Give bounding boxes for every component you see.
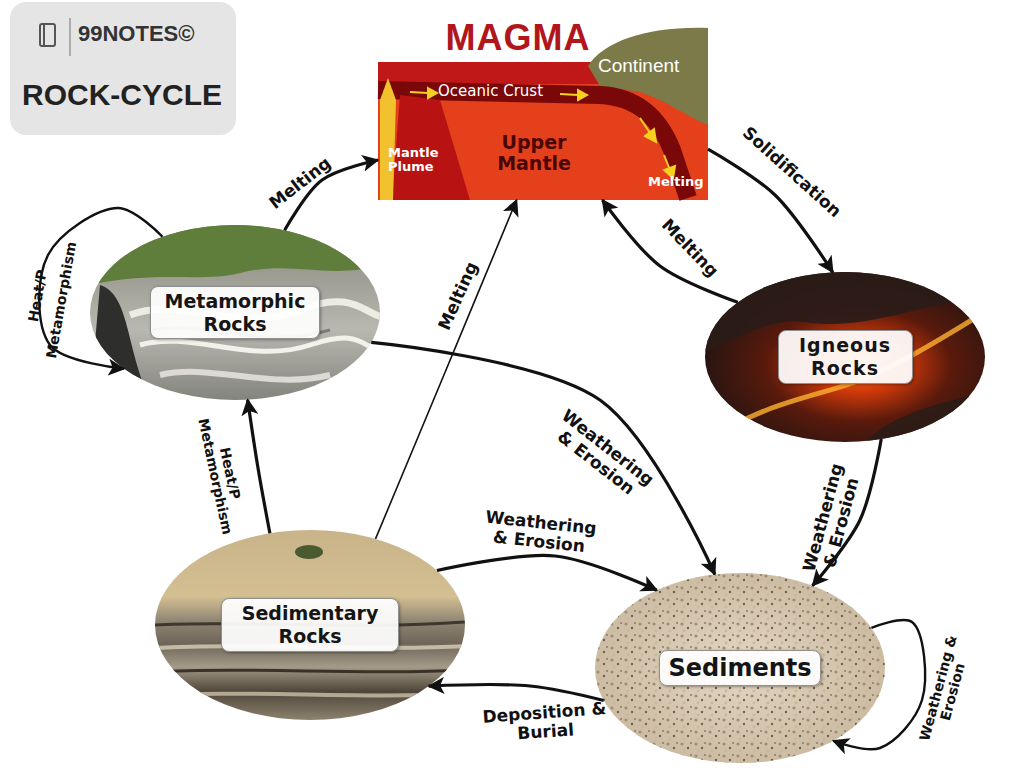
part-name: Upper Mantle: [488, 132, 580, 174]
process-arrow: [602, 200, 737, 302]
process-label: Weathering & Erosion: [916, 630, 975, 749]
title-panel: [10, 2, 236, 135]
process-label: Solidification: [739, 123, 845, 221]
part-name: Oceanic Crust: [438, 83, 543, 100]
process-label: Weathering & Erosion: [798, 455, 866, 585]
rock-texture-stroke: [155, 693, 465, 696]
rock-fill: [155, 530, 465, 720]
process-arrow: [371, 342, 715, 574]
process-label: Melting: [435, 259, 482, 333]
rock-texture-stroke: [865, 392, 985, 442]
rock-type-ellipse: Metamorphic Rocks: [90, 225, 380, 400]
process-label: Melting: [658, 215, 722, 280]
rock-texture-stroke: [160, 372, 330, 380]
rock-texture: [595, 573, 885, 763]
process-label: Weathering & Erosion: [541, 402, 663, 508]
watermark-brand: 99NOTES©: [78, 22, 194, 46]
divider-line: [69, 18, 71, 56]
rock-texture-stroke: [140, 338, 390, 351]
process-label: Deposition & Burial: [481, 699, 608, 745]
rock-texture-stroke: [595, 573, 885, 763]
rock-type-label: Metamorphic Rocks: [150, 286, 320, 340]
process-label: Heat/P Metamorphism: [194, 411, 250, 540]
book-icon-spine: [43, 24, 45, 46]
process-arrow: [833, 620, 925, 749]
rock-fill: [705, 272, 985, 442]
process-label: Weathering & Erosion: [476, 507, 604, 557]
rock-type-label: Sedimentary Rocks: [221, 598, 399, 652]
mantle-plume-arrow: [380, 78, 396, 200]
magma-heading: MAGMA: [378, 18, 708, 58]
diagram-title: ROCK-CYCLE: [22, 78, 222, 112]
rock-type-ellipse: Igneous Rocks: [705, 272, 985, 442]
part-name: Mantle Plume: [388, 146, 450, 175]
rock-texture-stroke: [155, 670, 465, 672]
rock-type-ellipse: Sediments: [595, 573, 885, 763]
flow-arrow: [640, 118, 656, 142]
part-name: Melting: [648, 175, 703, 189]
flow-arrow: [410, 88, 437, 98]
rock-type-label: Sediments: [659, 650, 820, 687]
rock-texture: [155, 530, 465, 720]
process-arrow: [376, 200, 517, 539]
rock-texture: [90, 225, 390, 400]
book-icon: [40, 24, 55, 46]
rock-type-label: Igneous Rocks: [778, 330, 913, 384]
rock-type-ellipse: Sedimentary Rocks: [155, 530, 465, 720]
rock-texture-stroke: [705, 312, 985, 442]
process-arrow: [429, 685, 604, 701]
rock-texture-stroke: [295, 545, 323, 559]
process-arrow: [708, 149, 833, 272]
process-arrow: [437, 555, 657, 590]
process-arrow: [248, 400, 270, 534]
process-label: Heat/P Metamorphism: [16, 232, 85, 363]
rock-fill: [595, 573, 885, 763]
flow-arrow: [560, 90, 587, 100]
rock-texture-stroke: [90, 225, 380, 285]
part-name: Continent: [598, 56, 679, 77]
process-label: Melting: [266, 153, 335, 212]
rock-texture: [705, 272, 985, 442]
